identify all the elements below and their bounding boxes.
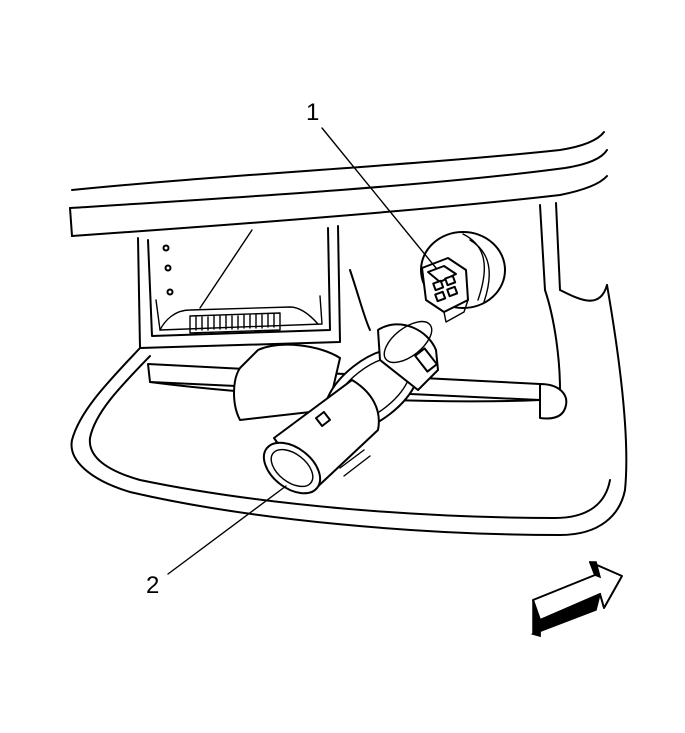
callout-label-2: 2	[146, 572, 160, 599]
storage-compartment	[137, 225, 341, 349]
callout-label-1: 1	[306, 99, 320, 126]
callout-leaders	[167, 127, 437, 575]
callout-2-leader	[167, 485, 287, 575]
callout-1-leader	[321, 127, 437, 269]
electrical-connector	[421, 257, 469, 323]
direction-arrow-icon	[530, 561, 623, 637]
vent-slots	[195, 313, 275, 331]
connector-mount-hole	[420, 231, 506, 309]
upper-trim-panel	[69, 131, 608, 237]
right-support-bracket	[349, 202, 608, 391]
power-outlet-socket	[233, 320, 439, 495]
